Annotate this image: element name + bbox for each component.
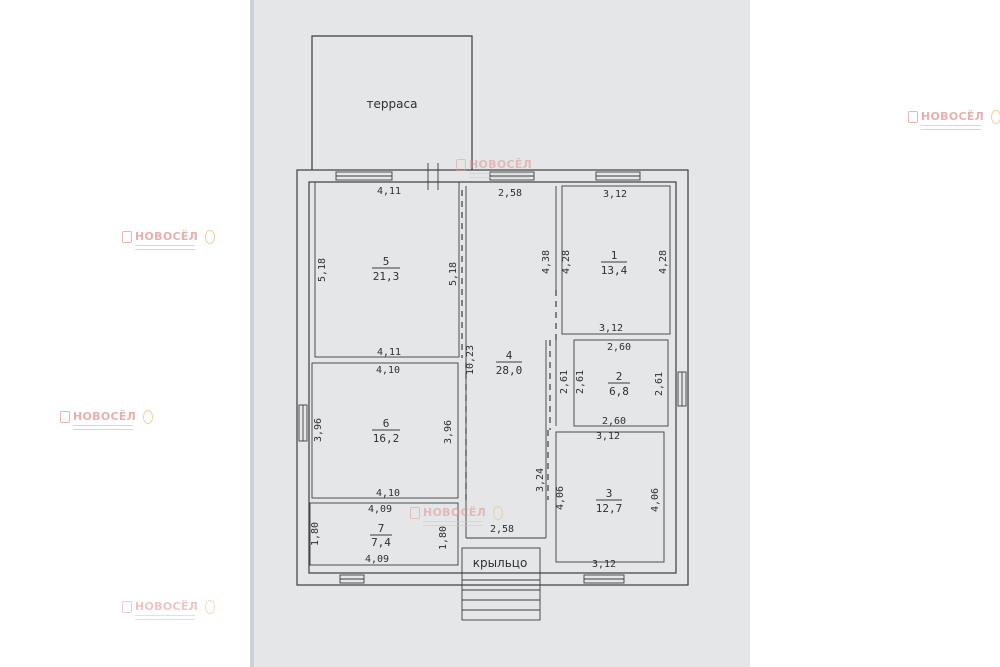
watermark-badge-icon xyxy=(493,506,504,520)
dim-r6-left: 3,96 xyxy=(313,418,324,442)
dim-r6-bottom: 4,10 xyxy=(376,488,400,499)
dim-r1-bottom: 3,12 xyxy=(599,323,623,334)
watermark-left-1: НОВОСЁЛ xyxy=(122,230,216,250)
watermark-logo-icon xyxy=(908,111,918,123)
dim-r4-right-bottom: 3,24 xyxy=(535,468,546,492)
dim-r1-top: 3,12 xyxy=(603,189,627,200)
dim-r7-right: 1,80 xyxy=(438,526,449,550)
watermark-badge-icon xyxy=(143,410,154,424)
room-4-area: 28,0 xyxy=(496,364,523,377)
drawing-sheet xyxy=(250,0,750,667)
dim-r1-left: 4,28 xyxy=(561,250,572,274)
watermark-left-bottom: НОВОСЁЛ xyxy=(122,600,216,620)
terrace-label: терраса xyxy=(367,97,418,111)
outer-wall-outer xyxy=(296,169,689,586)
watermark-logo-icon xyxy=(122,601,132,613)
watermark-badge-icon xyxy=(991,110,1000,124)
watermark-brand: НОВОСЁЛ xyxy=(921,110,985,123)
watermark-logo-icon xyxy=(410,507,420,519)
room-4-number: 4 xyxy=(506,349,513,362)
watermark-badge-icon xyxy=(205,230,216,244)
dim-r7-bottom: 4,09 xyxy=(365,554,389,565)
dim-r3-left: 4,06 xyxy=(555,486,566,510)
room-7-number: 7 xyxy=(378,522,385,535)
dim-r5-right: 5,18 xyxy=(448,262,459,286)
dim-r3-top: 3,12 xyxy=(596,431,620,442)
dim-r7-top: 4,09 xyxy=(368,504,392,515)
dim-r2-top: 2,60 xyxy=(607,342,631,353)
dim-r3-bottom: 3,12 xyxy=(592,559,616,570)
dim-r4-right-top: 4,38 xyxy=(541,250,552,274)
room-1-number: 1 xyxy=(611,249,618,262)
dim-r2-bottom: 2,60 xyxy=(602,416,626,427)
room-3-area: 12,7 xyxy=(596,502,623,515)
room-1-outline xyxy=(561,185,671,335)
outer-wall-inner xyxy=(308,181,677,574)
room-2-number: 2 xyxy=(616,370,623,383)
watermark-brand: НОВОСЁЛ xyxy=(135,230,199,243)
dim-r5-top: 4,11 xyxy=(377,186,401,197)
watermark-center-top: НОВОСЁЛ xyxy=(456,158,532,178)
watermark-brand: НОВОСЁЛ xyxy=(73,410,137,423)
dim-r6-right: 3,96 xyxy=(443,420,454,444)
room-7-outline xyxy=(309,502,459,566)
watermark-logo-icon xyxy=(122,231,132,243)
room-7-area: 7,4 xyxy=(371,536,391,549)
terrace-outline xyxy=(311,35,473,170)
dim-r5-left: 5,18 xyxy=(317,258,328,282)
room-5-area: 21,3 xyxy=(373,270,400,283)
dim-r4-top: 2,58 xyxy=(498,188,522,199)
dim-r2-left-b: 2,61 xyxy=(575,370,586,394)
watermark-center-bottom: НОВОСЁЛ xyxy=(410,506,504,526)
room-2-outline xyxy=(573,339,669,427)
watermark-left-2: НОВОСЁЛ xyxy=(60,410,154,430)
dim-r4-bottom: 2,58 xyxy=(490,524,514,535)
dim-r7-left: 1,80 xyxy=(310,522,321,546)
room-6-number: 6 xyxy=(383,417,390,430)
watermark-badge-icon xyxy=(205,600,216,614)
watermark-logo-icon xyxy=(60,411,70,423)
sheet-edge xyxy=(250,0,254,667)
watermark-logo-icon xyxy=(456,159,466,171)
watermark-brand: НОВОСЁЛ xyxy=(469,158,533,171)
room-3-number: 3 xyxy=(606,487,613,500)
dim-r5-bottom: 4,11 xyxy=(377,347,401,358)
room-6-area: 16,2 xyxy=(373,432,400,445)
room-1-area: 13,4 xyxy=(601,264,628,277)
dim-r2-right: 2,61 xyxy=(654,372,665,396)
room-5-number: 5 xyxy=(383,255,390,268)
room-2-area: 6,8 xyxy=(609,385,629,398)
dim-r4-height: 10,23 xyxy=(465,345,476,375)
room-6-outline xyxy=(311,362,459,499)
dim-r2-left-a: 2,61 xyxy=(559,370,570,394)
porch-label: крыльцо xyxy=(473,556,528,570)
watermark-brand: НОВОСЁЛ xyxy=(423,506,487,519)
room-5-outline xyxy=(314,181,460,358)
dim-r3-right: 4,06 xyxy=(650,488,661,512)
dim-r1-right: 4,28 xyxy=(658,250,669,274)
room-3-outline xyxy=(555,431,665,563)
watermark-right: НОВОСЁЛ xyxy=(908,110,1000,130)
watermark-brand: НОВОСЁЛ xyxy=(135,600,199,613)
dim-r6-top: 4,10 xyxy=(376,365,400,376)
